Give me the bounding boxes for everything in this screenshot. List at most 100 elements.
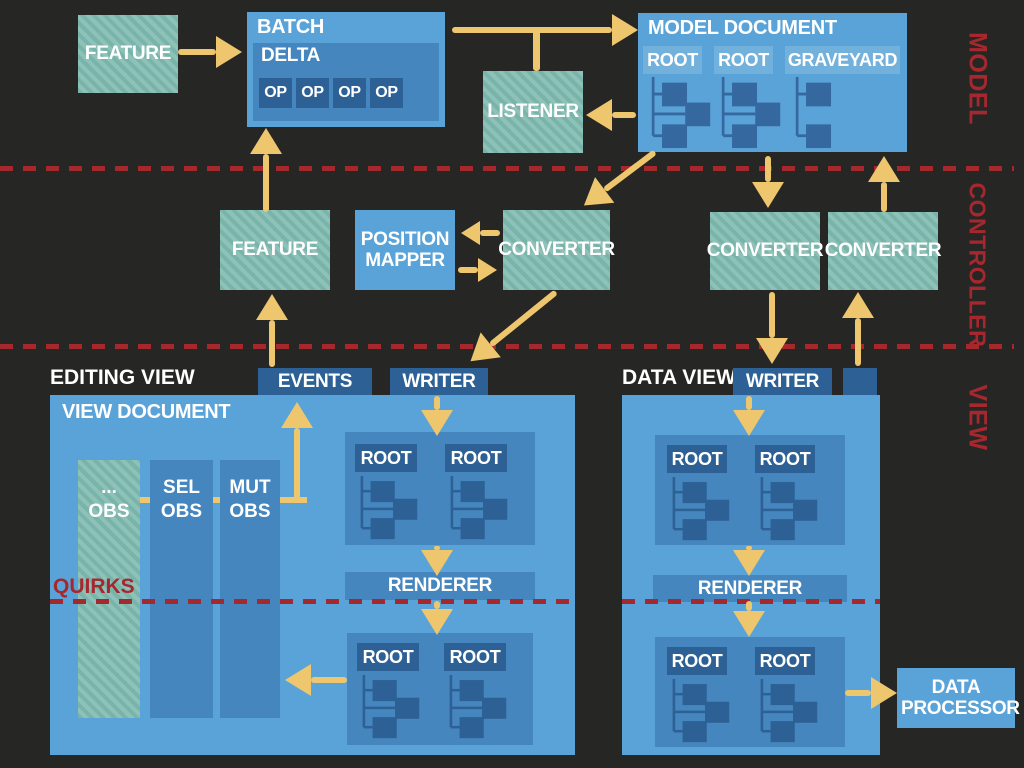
renderer-box-data: RENDERER: [653, 575, 847, 602]
arrow-data-view-to-converter-right: [855, 318, 861, 366]
events-box: EVENTS: [258, 368, 372, 395]
model-controller-divider: [0, 166, 1014, 171]
model-root-label: ROOT: [643, 46, 702, 74]
writer-box-editing: WRITER: [390, 368, 488, 395]
observer-column-other: ... OBS: [78, 460, 140, 718]
arrow-renderer-to-editing-lower-roots: [434, 601, 440, 609]
observer-label-line2: OBS: [229, 500, 271, 522]
root-label: ROOT: [355, 444, 417, 472]
graveyard-tree: [790, 77, 856, 149]
writer-box-data: WRITER: [733, 368, 832, 395]
listener-box: LISTENER: [483, 71, 583, 153]
arrow-data-roots-to-renderer: [746, 546, 752, 550]
arrow-mapper-to-converter: [458, 258, 497, 282]
feature-label: FEATURE: [84, 43, 172, 64]
observer-label-line1: SEL: [163, 477, 200, 498]
root-label: ROOT: [444, 643, 506, 671]
root-label: ROOT: [445, 444, 507, 472]
view-layer-label: VIEW: [963, 384, 992, 451]
data-processor-label: DATA PROCESSOR: [901, 676, 1020, 719]
converter-box-mid: CONVERTER: [707, 212, 824, 290]
op-box: OP: [333, 78, 366, 108]
batch-box: BATCH DELTA OP OP OP OP: [247, 12, 445, 127]
converter-box-left: CONVERTER: [498, 210, 615, 290]
document-tree: [667, 679, 731, 743]
events-label: EVENTS: [277, 370, 353, 392]
feature-box-controller: FEATURE: [220, 210, 330, 290]
root-label: ROOT: [667, 647, 727, 675]
op-box: OP: [259, 78, 292, 108]
data-processor-box: DATA PROCESSOR: [897, 668, 1020, 728]
arrow-converter-mid-to-data-writer: [769, 292, 775, 338]
document-tree: [355, 476, 419, 540]
arrow-batch-to-model-document: [452, 14, 638, 46]
document-tree: [716, 77, 782, 149]
arrow-writer-to-editing-roots: [434, 396, 440, 410]
controller-view-divider: [0, 344, 1014, 349]
arrow-converter-right-to-model-document: [881, 182, 887, 212]
writer-label: WRITER: [402, 370, 476, 392]
observer-label-line2: OBS: [88, 500, 130, 522]
observer-label-line1: ...: [101, 477, 117, 498]
converter-label: CONVERTER: [498, 239, 615, 260]
model-root-label: ROOT: [714, 46, 773, 74]
delta-title: DELTA: [261, 45, 321, 66]
arrow-renderer-to-data-lower-roots: [746, 601, 752, 611]
connector-to-listener: [533, 30, 540, 71]
root-label: ROOT: [357, 643, 419, 671]
delta-box: DELTA OP OP OP OP: [253, 43, 439, 121]
document-tree: [646, 77, 712, 149]
view-document-box: VIEW DOCUMENT ... OBS SEL OBS MUT OBS RO…: [50, 395, 575, 755]
arrow-model-document-to-listener: [612, 112, 636, 118]
observer-label-line2: OBS: [160, 500, 203, 522]
renderer-label: RENDERER: [387, 575, 493, 596]
document-tree: [444, 675, 508, 739]
editing-view-title: EDITING VIEW: [50, 366, 195, 389]
quirks-divider-editing: [50, 599, 575, 604]
editing-lower-roots-box: ROOT ROOT: [347, 633, 533, 745]
editing-upper-roots-box: ROOT ROOT: [345, 432, 535, 545]
op-box: OP: [296, 78, 329, 108]
observer-column-sel: SEL OBS: [150, 460, 213, 718]
root-label: ROOT: [755, 647, 815, 675]
feature-box-model: FEATURE: [78, 15, 178, 93]
graveyard-label: GRAVEYARD: [785, 46, 900, 74]
position-mapper-label: POSITION MAPPER: [360, 228, 450, 271]
converter-label: CONVERTER: [824, 240, 942, 261]
data-view-small-box: [843, 368, 877, 395]
position-mapper-box: POSITION MAPPER: [355, 210, 455, 290]
root-label: ROOT: [667, 445, 727, 473]
writer-label: WRITER: [745, 370, 820, 392]
model-document-title: MODEL DOCUMENT: [648, 17, 837, 39]
observer-column-mut: MUT OBS: [220, 460, 280, 718]
renderer-box-editing: RENDERER: [345, 572, 535, 600]
data-view-title: DATA VIEW: [622, 366, 736, 389]
arrow-converter-to-writer: [488, 289, 558, 348]
document-tree: [357, 675, 421, 739]
arrow-feature-to-batch-up: [263, 154, 269, 212]
feature-label: FEATURE: [231, 239, 319, 260]
arrow-writer-to-data-roots: [746, 396, 752, 410]
arrow-events-to-feature: [269, 320, 275, 367]
model-layer-label: MODEL: [963, 32, 992, 125]
view-document-title: VIEW DOCUMENT: [62, 401, 231, 423]
converter-label: CONVERTER: [706, 240, 824, 261]
model-document-box: MODEL DOCUMENT ROOT ROOT GRAVEYARD: [638, 13, 907, 152]
op-box: OP: [370, 78, 403, 108]
observer-label-line1: MUT: [229, 477, 271, 498]
arrow-editing-roots-to-renderer: [434, 546, 440, 550]
controller-layer-label: CONTROLLER: [964, 182, 991, 348]
document-tree: [667, 477, 731, 541]
document-tree: [755, 477, 819, 541]
document-tree: [755, 679, 819, 743]
converter-box-right: CONVERTER: [825, 212, 942, 290]
document-tree: [445, 476, 509, 540]
quirks-label: QUIRKS: [53, 575, 135, 598]
data-lower-roots-box: ROOT ROOT: [655, 637, 845, 747]
arrow-model-document-to-converter-mid: [765, 156, 771, 182]
arrow-feature-to-batch: [178, 36, 242, 68]
arrow-to-data-processor: [845, 677, 897, 709]
arrow-lower-roots-to-observers: [311, 677, 347, 683]
batch-title: BATCH: [257, 16, 325, 38]
